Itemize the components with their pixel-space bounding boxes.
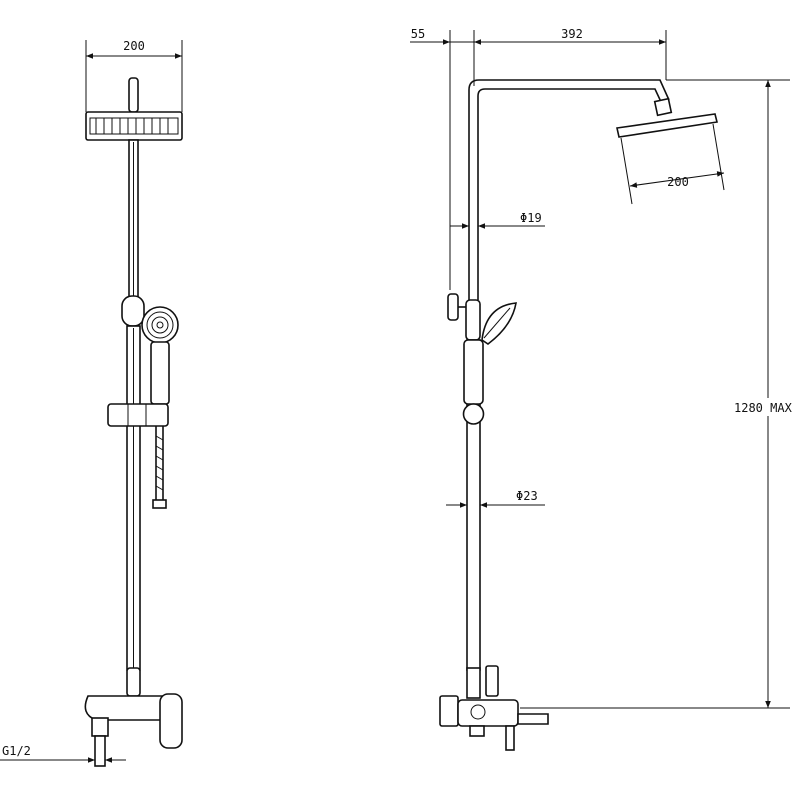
- side-overhead-arm-outer: [468, 79, 670, 300]
- front-diverter-knob: [121, 295, 145, 327]
- side-mixer-lever: [485, 665, 499, 697]
- front-head-connector: [128, 77, 139, 113]
- front-slide-holder: [107, 403, 169, 427]
- side-overhead-arm-inner: [477, 88, 663, 300]
- side-hand-shower-grip: [463, 339, 484, 405]
- side-view: 55 392 200 1280 MAX Φ19: [410, 27, 800, 751]
- arm-length-label: 392: [561, 27, 583, 41]
- max-height-label: 1280 MAX: [734, 401, 793, 415]
- side-mixer-valve: [439, 665, 549, 751]
- side-diverter-and-hand-shower: [447, 293, 517, 345]
- lower-pipe-diameter-dimension: Φ23: [446, 489, 545, 508]
- inlet-thread-dimension: G1/2: [0, 744, 126, 763]
- front-shower-hose: [152, 426, 167, 509]
- upper-pipe-diameter-label: Φ19: [520, 211, 542, 225]
- front-inlet-connector: [91, 717, 109, 737]
- lower-pipe-diameter-label: Φ23: [516, 489, 538, 503]
- front-hand-shower: [141, 306, 179, 405]
- inlet-thread-label: G1/2: [2, 744, 31, 758]
- side-slide-holder: [462, 403, 485, 425]
- side-spout-outlet: [505, 725, 515, 751]
- front-view: 200: [0, 39, 183, 767]
- upper-pipe-diameter-dimension: Φ19: [450, 211, 545, 229]
- front-rain-shower-head: [85, 111, 183, 141]
- side-offset-label: 55: [411, 27, 425, 41]
- side-top-dimensions: 55 392: [410, 27, 667, 290]
- front-mixer-lever: [159, 693, 183, 749]
- side-tub-spout: [517, 713, 549, 725]
- front-mixer-valve: [84, 667, 183, 767]
- front-head-width-label: 200: [123, 39, 145, 53]
- max-height-dimension: 1280 MAX: [520, 79, 800, 709]
- front-width-dimension: 200: [85, 39, 183, 112]
- side-rain-shower-head: 200: [616, 113, 725, 205]
- side-head-connector: [653, 97, 673, 117]
- side-head-width-label: 200: [667, 175, 689, 189]
